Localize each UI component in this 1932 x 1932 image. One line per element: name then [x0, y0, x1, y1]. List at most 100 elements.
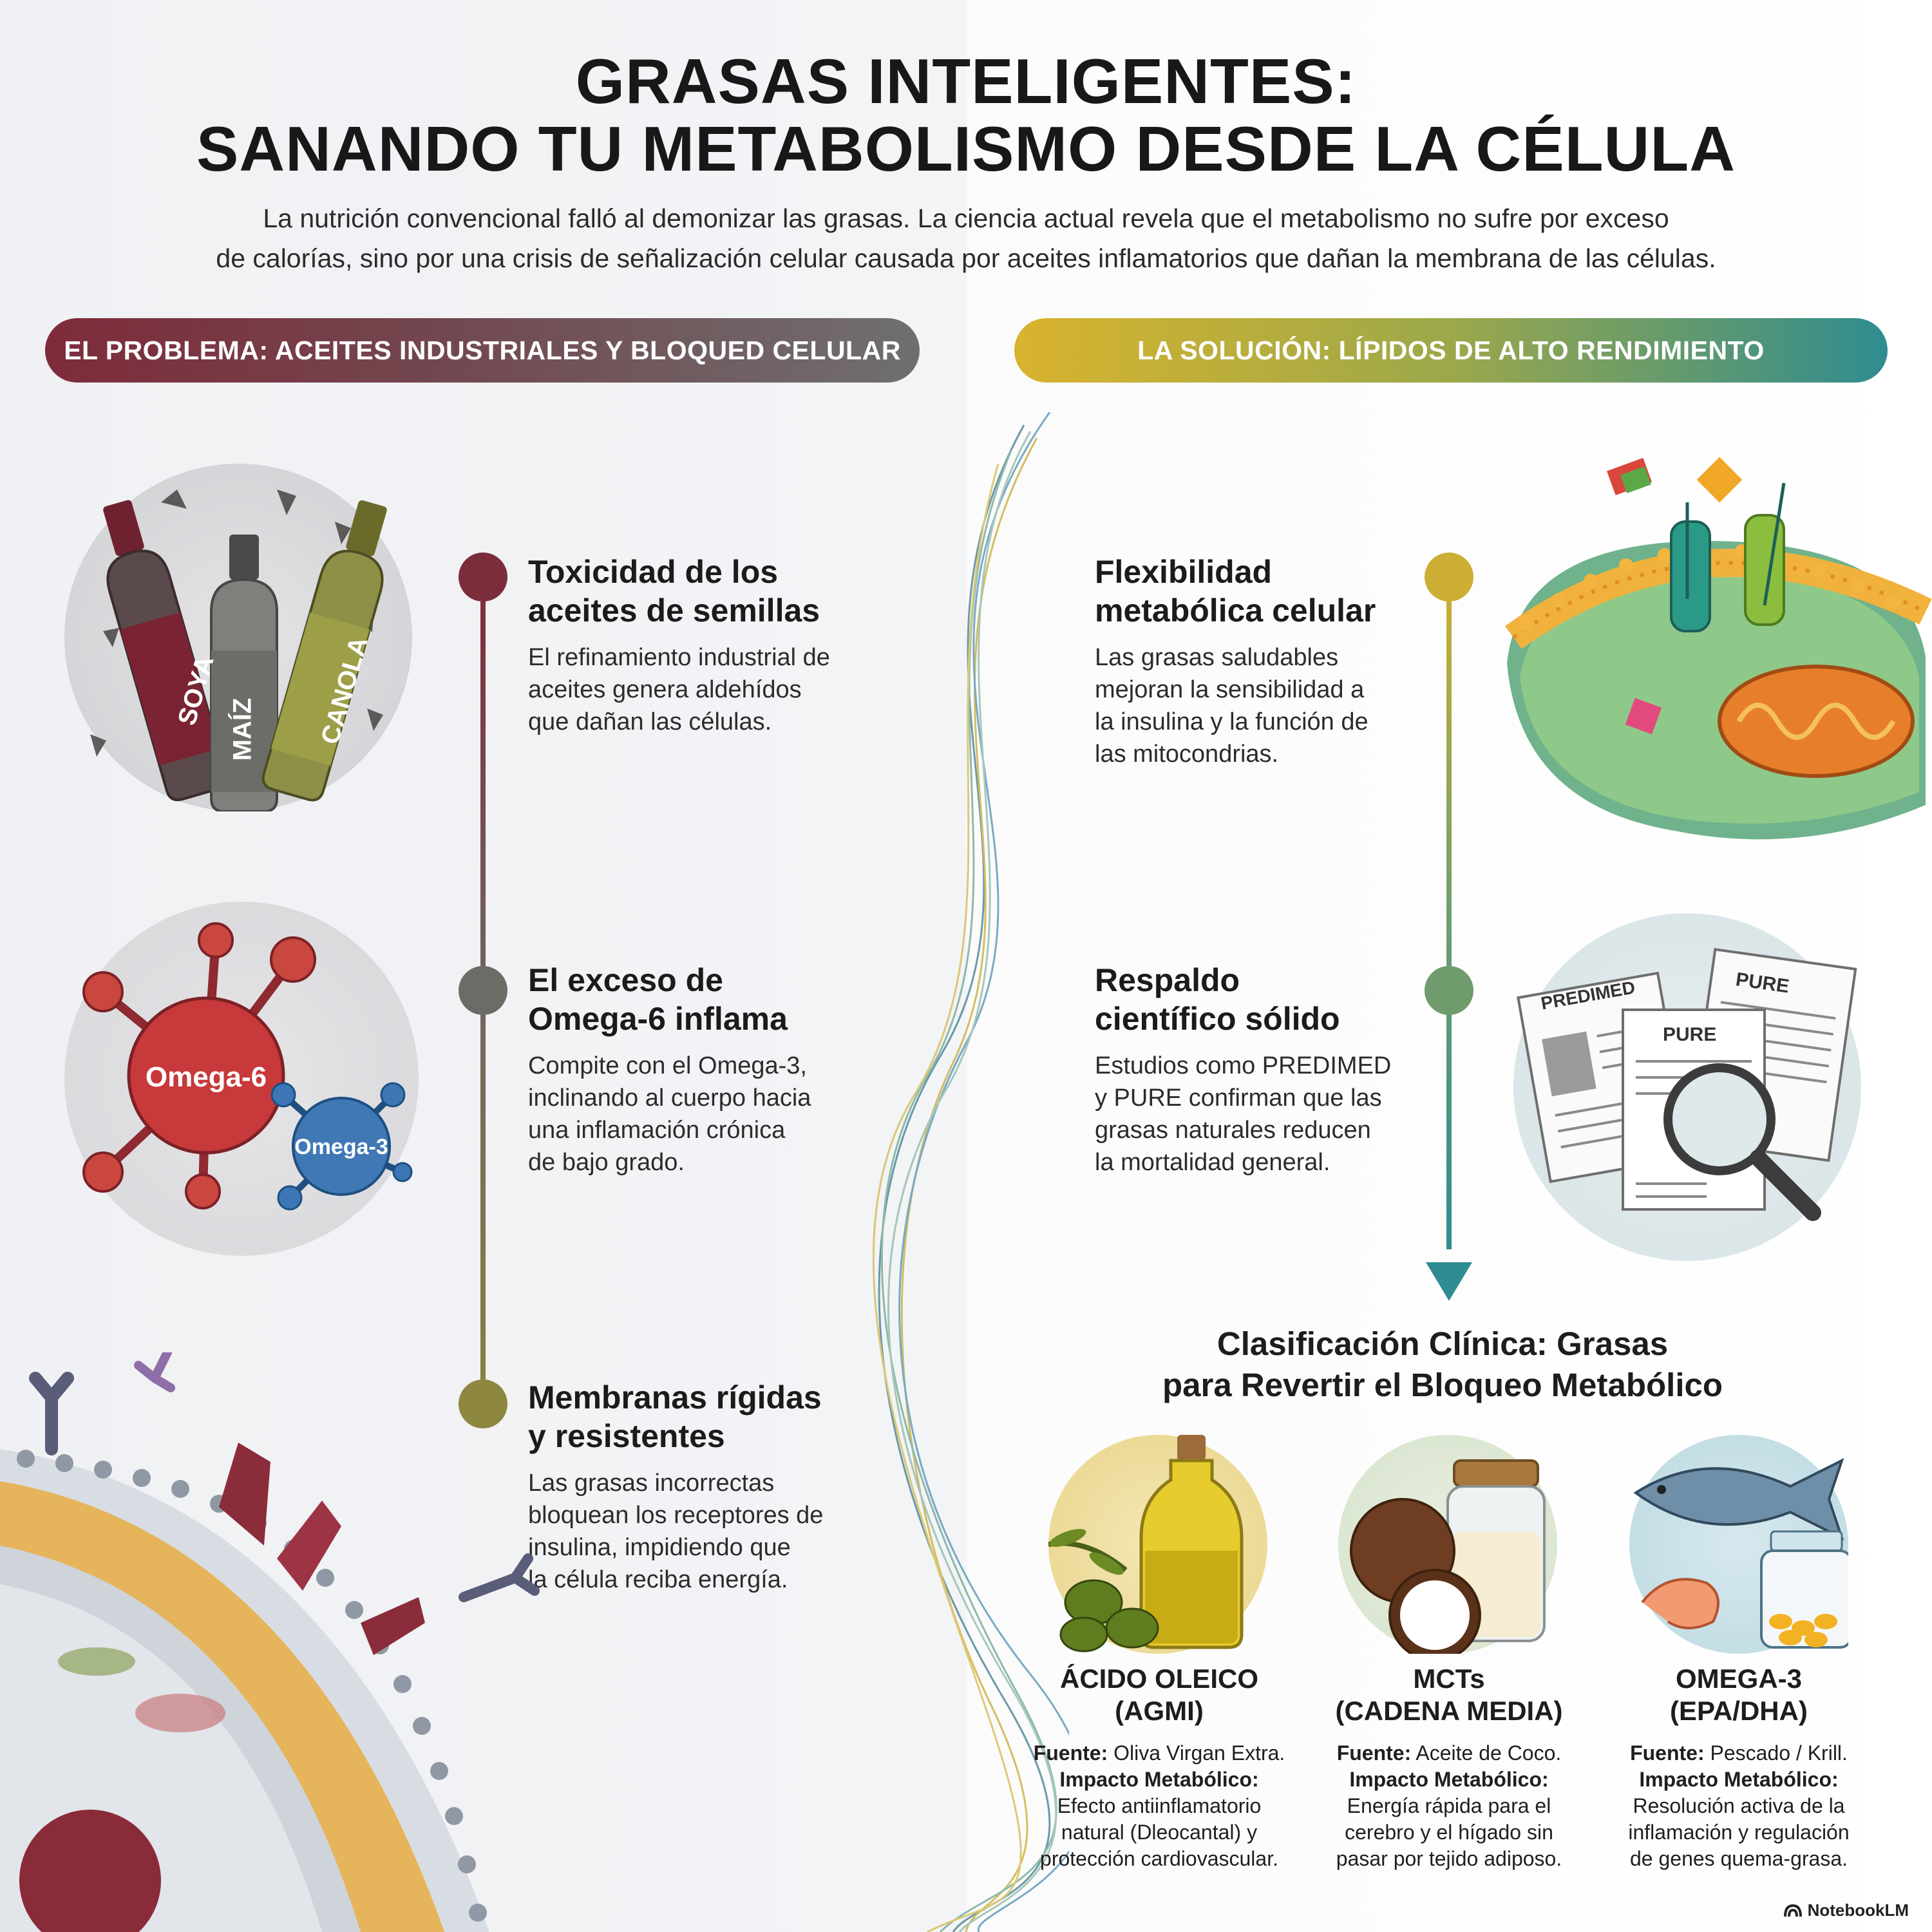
timeline-dot [1425, 966, 1473, 1015]
solution-heading: LA SOLUCIÓN: LÍPIDOS DE ALTO RENDIMIENTO [1014, 318, 1888, 383]
coconut-mct-illustration [1338, 1435, 1557, 1654]
item-text-line: aceites genera aldehídos [528, 676, 802, 703]
item-text-line: la célula reciba energía. [528, 1566, 788, 1593]
item-title-line: El exceso de [528, 962, 723, 998]
item-text-line: Compite con el Omega-3, [528, 1052, 807, 1079]
molecule-icon [82, 922, 413, 1211]
research-documents-illustration: PREDIMED PURE PURE [1513, 913, 1861, 1261]
fat-card-mct: MCTs (CADENA MEDIA) Fuente: Aceite de Co… [1294, 1663, 1604, 1872]
item-title: Flexibilidad metabólica celular [1095, 553, 1455, 630]
coconut-icon [1350, 1459, 1546, 1654]
item-title-line: metabólica celular [1095, 592, 1376, 629]
item-text: Estudios como PREDIMED y PURE confirman … [1095, 1050, 1455, 1179]
fat-name-line: ÁCIDO OLEICO [1059, 1663, 1258, 1694]
fat-impact-label: Impacto Metabólico: [1639, 1768, 1839, 1791]
notebooklm-brand: NotebookLM [1783, 1900, 1909, 1920]
fat-name-line: (AGMI) [1115, 1696, 1204, 1726]
fat-name: OMEGA-3 (EPA/DHA) [1584, 1663, 1893, 1727]
item-title-line: aceites de semillas [528, 592, 820, 629]
brand-name: NotebookLM [1807, 1900, 1909, 1920]
problem-item-omega6: El exceso de Omega-6 inflama Compite con… [528, 961, 889, 1179]
olive-oil-icon [1048, 1435, 1244, 1653]
healthy-cell-icon [1505, 457, 1932, 840]
fat-name: ÁCIDO OLEICO (AGMI) [1005, 1663, 1314, 1727]
fish-omega3-illustration [1629, 1435, 1848, 1654]
timeline-dot [459, 553, 507, 601]
solution-item-evidence: Respaldo científico sólido Estudios como… [1095, 961, 1455, 1179]
item-title-line: Omega-6 inflama [528, 1001, 788, 1037]
fat-impact-label: Impacto Metabólico: [1349, 1768, 1549, 1791]
item-text-line: y PURE confirman que las [1095, 1084, 1382, 1112]
intro-line: de calorías, sino por una crisis de seña… [216, 243, 1716, 273]
fat-name: MCTs (CADENA MEDIA) [1294, 1663, 1604, 1727]
item-title-line: Respaldo [1095, 962, 1240, 998]
item-title: El exceso de Omega-6 inflama [528, 961, 889, 1038]
fat-impact-line: Resolución activa de la [1633, 1794, 1845, 1817]
item-text-line: una inflamación crónica [528, 1117, 786, 1144]
fat-impact-line: protección cardiovascular. [1040, 1847, 1278, 1870]
classification-title-line: para Revertir el Bloqueo Metabólico [1162, 1367, 1723, 1403]
item-title-line: Toxicidad de los [528, 554, 779, 590]
problem-item-seed-oils: Toxicidad de los aceites de semillas El … [528, 553, 889, 738]
problem-heading: EL PROBLEMA: ACEITES INDUSTRIALES Y BLOQ… [45, 318, 920, 383]
fat-card-omega3: OMEGA-3 (EPA/DHA) Fuente: Pescado / Kril… [1584, 1663, 1893, 1872]
item-text-line: grasas naturales reducen [1095, 1117, 1371, 1144]
cell-membrane-icon [0, 1352, 540, 1932]
item-title: Membranas rígidas y resistentes [528, 1378, 889, 1455]
item-text-line: Las grasas incorrectas [528, 1470, 775, 1497]
classification-title: Clasificación Clínica: Grasas para Rever… [1121, 1323, 1765, 1406]
fat-name-line: (CADENA MEDIA) [1335, 1696, 1563, 1726]
intro-text: La nutrición convencional falló al demon… [97, 198, 1835, 278]
page-title-line1: GRASAS INTELIGENTES: [575, 46, 1357, 117]
fat-card-oleic: ÁCIDO OLEICO (AGMI) Fuente: Oliva Virgan… [1005, 1663, 1314, 1872]
item-title: Respaldo científico sólido [1095, 961, 1455, 1038]
olive-oil-illustration [1048, 1435, 1267, 1654]
item-title: Toxicidad de los aceites de semillas [528, 553, 889, 630]
fat-desc: Fuente: Pescado / Krill. Impacto Metaból… [1584, 1740, 1893, 1872]
arrow-down-icon [1426, 1262, 1472, 1301]
item-title-line: científico sólido [1095, 1001, 1340, 1037]
timeline-dot [459, 966, 507, 1015]
fat-desc: Fuente: Aceite de Coco. Impacto Metabóli… [1294, 1740, 1604, 1872]
fat-desc: Fuente: Oliva Virgan Extra. Impacto Meta… [1005, 1740, 1314, 1872]
fat-name-line: OMEGA-3 [1675, 1663, 1802, 1694]
page-title-line2: SANANDO TU METABOLISMO DESDE LA CÉLULA [196, 113, 1736, 184]
item-text-line: que dañan las células. [528, 708, 772, 735]
item-text-line: insulina, impidiendo que [528, 1534, 791, 1561]
fat-impact-line: de genes quema-grasa. [1630, 1847, 1848, 1870]
oil-bottles-icon [90, 489, 387, 811]
item-text-line: bloquean los receptores de [528, 1502, 824, 1529]
fat-impact-line: Energía rápida para el [1347, 1794, 1551, 1817]
solution-item-flexibility: Flexibilidad metabólica celular Las gras… [1095, 553, 1455, 770]
wave-decoration-icon [872, 412, 1069, 1932]
item-title-line: Flexibilidad [1095, 554, 1273, 590]
item-text-line: la insulina y la función de [1095, 708, 1368, 735]
notebooklm-logo-icon [1783, 1904, 1802, 1917]
item-text-line: las mitocondrias. [1095, 741, 1279, 768]
item-text-line: Las grasas saludables [1095, 644, 1339, 671]
seed-oil-bottles-illustration: SOYA MAÍZ CANOLA [64, 464, 412, 811]
omega6-label: Omega-6 [145, 1061, 267, 1093]
timeline-dot [1425, 553, 1473, 601]
fat-name-line: MCTs [1413, 1663, 1485, 1694]
fat-impact-label: Impacto Metabólico: [1059, 1768, 1259, 1791]
fat-impact-line: pasar por tejido adiposo. [1336, 1847, 1562, 1870]
classification-title-line: Clasificación Clínica: Grasas [1217, 1325, 1669, 1362]
fish-icon [1633, 1458, 1848, 1649]
fat-source: Fuente: Oliva Virgan Extra. [1033, 1741, 1285, 1765]
fat-name-line: (EPA/DHA) [1670, 1696, 1808, 1726]
fat-source: Fuente: Pescado / Krill. [1630, 1741, 1848, 1765]
documents-icon [1517, 947, 1857, 1221]
omega3-label: Omega-3 [294, 1135, 388, 1159]
fat-source: Fuente: Aceite de Coco. [1336, 1741, 1562, 1765]
fat-impact-line: inflamación y regulación [1628, 1821, 1850, 1844]
bottle-label-maiz: MAÍZ [228, 697, 257, 761]
item-text-line: mejoran la sensibilidad a [1095, 676, 1365, 703]
item-text-line: inclinando al cuerpo hacia [528, 1084, 811, 1112]
item-text: Las grasas incorrectas bloquean los rece… [528, 1467, 889, 1596]
item-text: El refinamiento industrial de aceites ge… [528, 641, 889, 738]
item-text: Compite con el Omega-3, inclinando al cu… [528, 1050, 889, 1179]
document-label-pure: PURE [1663, 1024, 1717, 1045]
fat-impact-line: cerebro y el hígado sin [1345, 1821, 1553, 1844]
fat-impact-line: natural (Dleocantal) y [1061, 1821, 1258, 1844]
